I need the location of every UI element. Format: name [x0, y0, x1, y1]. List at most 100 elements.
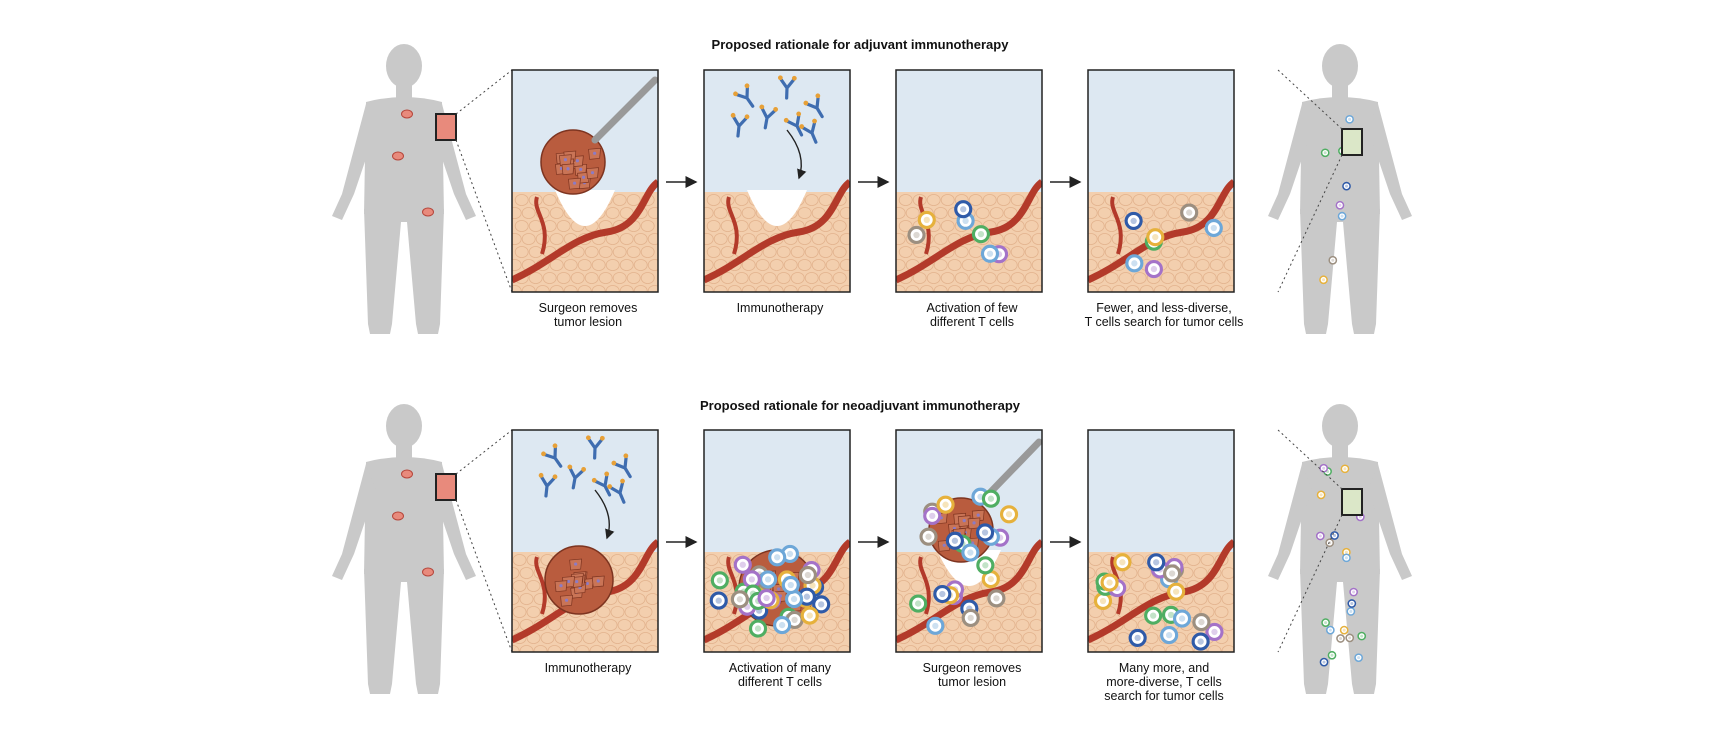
row-title-neoadjuvant: Proposed rationale for neoadjuvant immun…: [700, 398, 1020, 413]
circulating-t-cell: [1320, 148, 1330, 158]
t-cell: [1146, 228, 1165, 247]
circulating-t-cell: [1327, 650, 1337, 660]
circulating-t-cell: [1319, 657, 1329, 667]
circulating-t-cell: [1319, 463, 1329, 473]
zoom-line: [1277, 514, 1343, 653]
t-cell: [812, 595, 831, 614]
t-cell: [759, 570, 778, 589]
t-cell: [742, 570, 761, 589]
t-cell: [1192, 613, 1211, 632]
capillary: [918, 556, 931, 615]
zoom-line: [455, 499, 513, 653]
capillary: [534, 556, 547, 615]
t-cell: [961, 608, 980, 627]
caption-adjuvant-2: Immunotherapy: [736, 301, 824, 315]
circulating-t-cell: [1342, 181, 1351, 191]
t-cell: [1128, 628, 1147, 647]
antibody: [777, 75, 797, 100]
blood-vessel: [896, 179, 1042, 284]
t-cell: [933, 584, 952, 604]
tumor-lesion: [540, 129, 606, 195]
panel-frame: [895, 429, 1043, 653]
zoom-box-right: [1341, 128, 1363, 156]
circulating-t-cell: [1345, 633, 1355, 643]
t-cell: [748, 619, 768, 638]
panel-frame: [511, 429, 659, 653]
adjuvant-patient-before: [332, 44, 476, 334]
circulating-t-cell: [1340, 464, 1350, 474]
circulating-t-cell: [1316, 490, 1326, 500]
antibody: [759, 104, 779, 130]
drug-arrow: [786, 129, 807, 180]
t-cell: [757, 588, 776, 608]
tumor-lesion-marker: [392, 511, 404, 521]
tumor-lesion-marker: [422, 567, 434, 577]
tumor-lesion: [544, 545, 614, 615]
t-cell: [909, 594, 928, 613]
neoadjuvant-panel-1: [511, 429, 659, 653]
t-cell: [1163, 564, 1182, 583]
antibody: [607, 478, 626, 504]
circulating-t-cell: [1325, 625, 1335, 635]
circulating-t-cell: [1315, 531, 1325, 541]
antibody: [803, 93, 824, 119]
antibody: [783, 111, 804, 137]
tumor-lesion-marker: [392, 151, 404, 161]
caption-adjuvant-1: Surgeon removes tumor lesion: [538, 301, 638, 329]
neoadjuvant-panel-4: [1087, 429, 1235, 653]
adjuvant-patient-after: [1268, 44, 1412, 334]
neoadjuvant-panel-2: [703, 429, 851, 653]
zoom-line: [455, 429, 513, 475]
t-cell: [1205, 622, 1224, 642]
antibody: [799, 118, 818, 144]
t-cell: [980, 244, 1000, 263]
neoadjuvant-patient-after: [1268, 404, 1412, 694]
tumor-lesion-marker: [422, 207, 434, 217]
blood-vessel: [512, 179, 658, 284]
t-cell: [800, 606, 819, 625]
t-cell: [945, 531, 964, 550]
t-cell: [798, 565, 817, 585]
antibody: [733, 83, 755, 108]
panel-frame: [895, 69, 1043, 293]
t-cell: [1125, 254, 1144, 273]
circulating-t-cell: [1335, 200, 1345, 210]
drug-arrow: [594, 489, 615, 540]
capillary: [534, 196, 547, 255]
blood-vessel: [1088, 179, 1234, 284]
adjuvant-panel-1: [511, 69, 659, 293]
caption-neoadjuvant-1: Immunotherapy: [544, 661, 632, 675]
circulating-t-cell: [1325, 538, 1335, 548]
t-cell: [999, 505, 1019, 524]
panel-frame: [1087, 429, 1235, 653]
zoom-box-left: [435, 113, 457, 141]
t-cell: [1124, 211, 1143, 231]
neoadjuvant-patient-before: [332, 404, 476, 694]
t-cell: [1144, 606, 1163, 625]
blood-vessel: [704, 179, 850, 284]
antibody: [538, 472, 558, 498]
panel-frame: [511, 69, 659, 293]
circulating-t-cell: [1354, 653, 1363, 663]
circulating-t-cell: [1319, 275, 1328, 285]
surgical-instrument: [591, 76, 658, 144]
t-cell: [923, 506, 942, 525]
circulating-t-cell: [1342, 553, 1351, 563]
resection-cavity: [747, 190, 807, 226]
t-cell: [1167, 582, 1186, 601]
t-cell: [1172, 609, 1192, 628]
t-cell: [917, 210, 936, 229]
tumor-lesion-marker: [401, 109, 413, 119]
t-cell: [730, 590, 749, 609]
t-cell: [926, 616, 945, 635]
circulating-t-cell: [1345, 114, 1354, 124]
t-cell: [784, 589, 804, 609]
tumor-lesion-marker: [401, 469, 413, 479]
t-cell: [709, 591, 728, 610]
t-cell: [1180, 203, 1199, 222]
panel-frame: [703, 69, 851, 293]
caption-adjuvant-3: Activation of few different T cells: [926, 301, 1018, 329]
neoadjuvant-panel-3: [895, 429, 1043, 653]
antibody: [541, 443, 563, 468]
